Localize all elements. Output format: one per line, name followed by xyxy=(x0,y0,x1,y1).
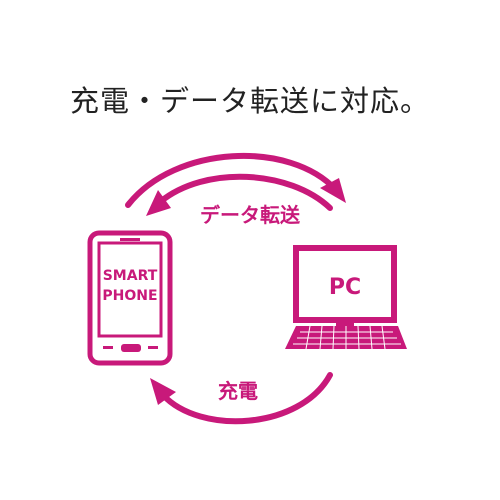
smartphone-label-line1: SMART xyxy=(103,268,158,284)
smartphone-label-line2: PHONE xyxy=(102,288,157,304)
arrow-left-icon xyxy=(157,173,333,211)
arrowhead-right xyxy=(320,178,346,203)
pc-label: PC xyxy=(329,275,361,300)
charging-label: 充電 xyxy=(218,379,258,403)
keyboard-icon xyxy=(285,325,407,350)
page-title: 充電・データ転送に対応。 xyxy=(69,84,430,118)
arrow-left-bottom-icon xyxy=(160,372,333,425)
desktop-pc-icon: PC xyxy=(293,245,397,327)
arrowhead-left-bottom xyxy=(150,378,176,405)
smartphone-icon: SMART PHONE xyxy=(87,230,173,366)
arrowhead-left xyxy=(146,190,171,216)
arrow-right-icon xyxy=(125,152,339,208)
data-transfer-label: データ転送 xyxy=(200,203,301,227)
